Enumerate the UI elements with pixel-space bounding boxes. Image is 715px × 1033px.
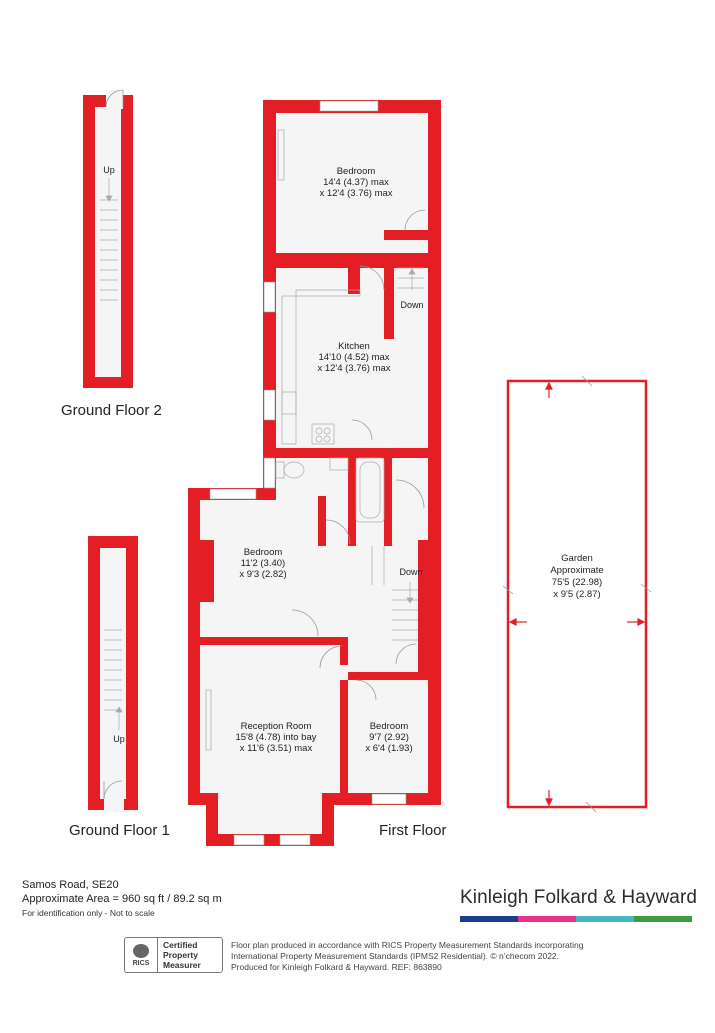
svg-text:14'4 (4.37) max: 14'4 (4.37) max (323, 177, 389, 188)
room-bedroom-top: Bedroom 14'4 (4.37) max x 12'4 (3.76) ma… (319, 166, 392, 199)
svg-text:x 6'4 (1.93): x 6'4 (1.93) (365, 743, 412, 754)
stairs-down-label: Down (400, 300, 423, 310)
stairs-ground-1 (104, 629, 123, 730)
kitchen-fixtures (277, 129, 361, 445)
svg-text:9'7 (2.92): 9'7 (2.92) (369, 732, 409, 743)
svg-text:x 11'6 (3.51) max: x 11'6 (3.51) max (240, 743, 313, 754)
garden-dim1: 75'5 (22.98) (552, 577, 602, 588)
rics-logo: RICS (125, 938, 158, 972)
rics-emblem-icon (133, 943, 149, 958)
stairs-up-label: Up (113, 734, 125, 744)
property-info: Samos Road, SE20 Approximate Area = 960 … (22, 878, 222, 920)
stairs-up-label: Up (103, 165, 115, 175)
agent-brand-name: Kinleigh Folkard & Hayward (460, 887, 698, 908)
garden-label: Garden (561, 553, 593, 564)
svg-text:x 9'3 (2.82): x 9'3 (2.82) (239, 569, 286, 580)
rics-certified-text: Certified Property Measurer (163, 940, 201, 970)
floor-title-ground-1: Ground Floor 1 (69, 822, 170, 839)
garden-approx: Approximate (550, 565, 603, 576)
floor-title-first: First Floor (379, 822, 447, 839)
svg-text:Bedroom: Bedroom (244, 547, 283, 558)
ground-floor-1-plan: Up (88, 536, 138, 812)
svg-text:Reception Room: Reception Room (241, 721, 312, 732)
brand-bar-segment (460, 916, 518, 922)
ground-floor-2-plan: Up (83, 89, 133, 388)
svg-text:Bedroom: Bedroom (337, 166, 376, 177)
svg-text:Kitchen: Kitchen (338, 341, 370, 352)
garden-break-marks (502, 375, 652, 813)
room-bedroom-small: Bedroom 9'7 (2.92) x 6'4 (1.93) (365, 721, 412, 754)
brand-bar-segment (518, 916, 576, 922)
svg-text:15'8 (4.78) into bay: 15'8 (4.78) into bay (235, 732, 316, 743)
bathroom-fixtures (205, 457, 385, 751)
room-bedroom-mid: Bedroom 11'2 (3.40) x 9'3 (2.82) (239, 547, 286, 580)
garden-dim2: x 9'5 (2.87) (553, 589, 600, 600)
room-kitchen: Kitchen 14'10 (4.52) max x 12'4 (3.76) m… (317, 341, 390, 374)
svg-text:Bedroom: Bedroom (370, 721, 409, 732)
brand-bar-segment (576, 916, 634, 922)
stairs-first-floor (371, 267, 424, 641)
doors (291, 209, 426, 701)
disclaimer: Floor plan produced in accordance with R… (231, 940, 584, 972)
approximate-area: Approximate Area = 960 sq ft / 89.2 sq m (22, 893, 222, 905)
floor-title-ground-2: Ground Floor 2 (61, 402, 162, 419)
svg-text:x 12'4 (3.76) max: x 12'4 (3.76) max (319, 188, 392, 199)
svg-text:11'2 (3.40): 11'2 (3.40) (241, 558, 285, 569)
garden-plan: Garden Approximate 75'5 (22.98) x 9'5 (2… (502, 375, 652, 813)
first-floor-plan: Down Down Bedroom 14'4 (4.37) max x 12'4… (188, 100, 441, 846)
svg-text:14'10 (4.52) max: 14'10 (4.52) max (319, 352, 390, 363)
address: Samos Road, SE20 (22, 879, 119, 891)
identification-note: For identification only - Not to scale (22, 908, 155, 918)
garden-arrows (508, 381, 646, 807)
stairs-ground-2 (100, 178, 118, 301)
brand-color-bar (460, 916, 692, 922)
svg-text:x 12'4 (3.76) max: x 12'4 (3.76) max (317, 363, 390, 374)
windows (209, 100, 407, 846)
stairs-down-label: Down (399, 567, 422, 577)
rics-badge: RICS Certified Property Measurer (124, 937, 223, 973)
brand-bar-segment (634, 916, 692, 922)
room-reception: Reception Room 15'8 (4.78) into bay x 11… (235, 721, 316, 754)
